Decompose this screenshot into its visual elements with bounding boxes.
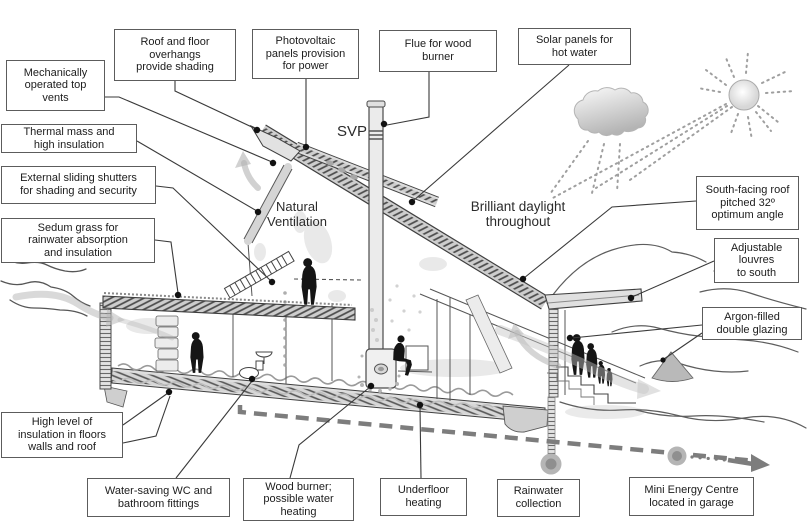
cloud-icon <box>573 87 649 137</box>
callout-sedum-grass-roof: Sedum grass for rainwater absorption and… <box>1 218 155 263</box>
flue-heat-dots <box>370 284 422 342</box>
person-figure <box>190 332 204 373</box>
south-eave-overhang <box>544 288 643 310</box>
callout-adjustable-louvres: Adjustable louvres to south <box>714 238 799 283</box>
underfloor-heating-pipes <box>117 363 514 409</box>
air-flow-arrows <box>12 151 661 399</box>
cross-breeze-arrowhead-icon <box>637 379 661 399</box>
flue-pipe <box>366 100 422 352</box>
sloped-glazing-pane <box>465 294 513 374</box>
roof-ridge-beak <box>249 124 301 162</box>
person-sitting <box>393 335 412 376</box>
secondary-roof <box>249 124 439 208</box>
callout-roof-floor-overhangs: Roof and floor overhangs provide shading <box>114 29 236 81</box>
rainwater-collection-node <box>540 453 562 475</box>
slab-sump <box>502 405 549 433</box>
callout-solar-panels-hot-water: Solar panels for hot water <box>518 28 631 65</box>
callout-mechanically-operated-top-vents: Mechanically operated top vents <box>6 60 105 111</box>
cross-breeze-arrow <box>495 325 649 394</box>
leader-lines <box>104 64 715 479</box>
south-steps <box>547 366 636 405</box>
energy-centre-node <box>667 446 687 466</box>
callout-external-sliding-shutters: External sliding shutters for shading an… <box>1 166 156 204</box>
vent-ovals <box>326 160 358 180</box>
annotation-brilliant-daylight: Brilliant daylight throughout <box>470 199 566 230</box>
basin <box>255 351 273 364</box>
wc-toilet <box>239 360 264 379</box>
callout-photovoltaic-panels: Photovoltaic panels provision for power <box>252 29 359 79</box>
sun-icon <box>550 51 795 200</box>
glass-pane-on-ground <box>651 351 694 382</box>
wood-burner <box>357 348 402 393</box>
callout-underfloor-heating: Underfloor heating <box>380 478 467 516</box>
person-figure <box>301 258 317 305</box>
callout-mini-energy-centre: Mini Energy Centre located in garage <box>629 477 754 516</box>
callout-argon-filled-glazing: Argon-filled double glazing <box>702 307 802 340</box>
rain-downpipe <box>547 396 556 455</box>
callout-flue-for-wood-burner: Flue for wood burner <box>379 30 497 72</box>
exhaust-air-arrow <box>241 160 261 191</box>
callout-thermal-mass-insulation: Thermal mass and high insulation <box>1 124 137 153</box>
south-intake-arrowhead-icon <box>508 323 524 339</box>
callout-wood-burner: Wood burner; possible water heating <box>243 478 354 521</box>
leader-dots <box>165 120 666 409</box>
callout-south-facing-roof: South-facing roof pitched 32º optimum an… <box>696 176 799 230</box>
intake-arrowhead-icon <box>106 309 125 327</box>
callout-water-saving-wc: Water-saving WC and bathroom fittings <box>87 478 230 517</box>
rain-dots <box>549 140 621 195</box>
annotation-natural-ventilation: Natural Ventilation <box>267 199 327 229</box>
stair-ladder <box>223 250 295 299</box>
callout-rainwater-collection: Rainwater collection <box>497 479 580 517</box>
south-intake-arrow <box>514 330 561 369</box>
main-roof <box>258 124 549 310</box>
exhaust-arrowhead-icon <box>235 151 251 168</box>
slab-footing <box>103 385 128 408</box>
stone-pillar <box>154 315 179 372</box>
clerestory-mullion <box>243 163 293 245</box>
drainage-run <box>237 405 770 475</box>
callout-high-level-insulation: High level of insulation in floors walls… <box>1 412 123 458</box>
annotation-svp: SVP <box>336 123 367 140</box>
sedum-roof <box>102 292 356 321</box>
intake-air-arrow <box>12 290 114 322</box>
flow-arrow-icon <box>727 454 770 472</box>
